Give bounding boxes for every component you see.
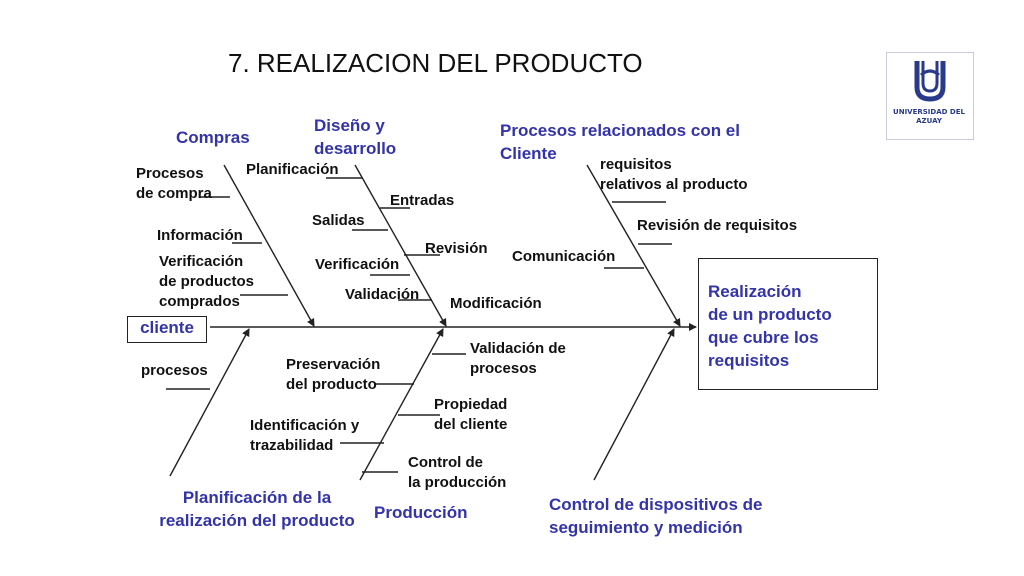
item-validacion: Validación	[345, 286, 420, 303]
effect-text: Realización de un producto que cubre los…	[708, 282, 832, 370]
item-comunicacion: Comunicación	[512, 248, 616, 265]
bone-control	[593, 328, 675, 481]
item-procesos: procesos	[141, 362, 208, 379]
category-compras: Compras	[176, 128, 250, 147]
page-title: 7. REALIZACION DEL PRODUCTO	[228, 48, 643, 78]
item-salidas: Salidas	[312, 212, 365, 229]
logo-text: UNIVERSIDAD DEL AZUAY	[893, 108, 965, 125]
category-control: Control de dispositivos de seguimiento y…	[549, 495, 763, 537]
item-identificacion: Identificación y trazabilidad	[250, 417, 360, 454]
cliente-label: cliente	[140, 318, 194, 337]
item-preservacion: Preservación del producto	[286, 356, 381, 393]
item-propiedad-cliente: Propiedad del cliente	[434, 396, 508, 433]
item-informacion: Información	[157, 227, 243, 244]
item-revision-requisitos: Revisión de requisitos	[637, 217, 798, 234]
category-diseno: Diseño y desarrollo	[314, 116, 397, 158]
category-procesos-cliente: Procesos relacionados con el Cliente	[500, 121, 740, 163]
cliente-box	[127, 316, 207, 343]
item-validacion-procesos: Validación de procesos	[470, 340, 566, 377]
category-produccion: Producción	[374, 503, 468, 522]
bone-compras	[223, 164, 315, 327]
university-emblem-icon	[914, 61, 946, 102]
item-control-produccion: Control de la producción	[408, 454, 507, 491]
effect-box	[698, 258, 878, 390]
item-procesos-compra: Procesos de compra	[136, 165, 212, 202]
bone-procesos-cliente	[586, 164, 681, 327]
item-planificacion: Planificación	[246, 161, 339, 178]
bone-planificacion	[169, 328, 250, 477]
item-modificacion: Modificación	[450, 295, 542, 312]
item-verificacion: Verificación	[315, 256, 400, 273]
item-verificacion-compras: Verificación de productos comprados	[159, 253, 255, 310]
bone-produccion	[359, 328, 444, 481]
category-planificacion: Planificación de la realización del prod…	[159, 488, 355, 530]
university-logo	[886, 52, 974, 140]
item-entradas: Entradas	[390, 192, 455, 209]
item-requisitos: requisitos relativos al producto	[600, 156, 748, 193]
item-revision: Revisión	[425, 240, 488, 257]
bone-diseno	[354, 164, 447, 327]
